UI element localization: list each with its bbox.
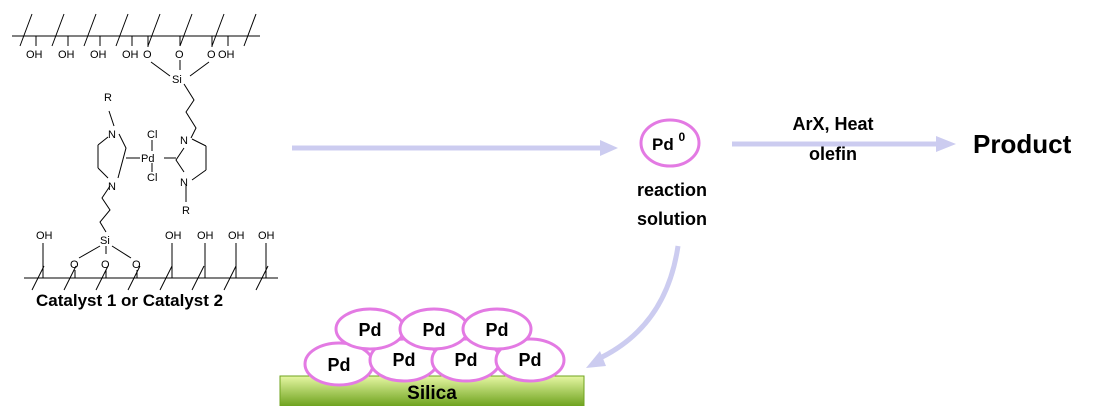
conditions-arrow-head xyxy=(936,136,956,152)
pd-particle-label: Pd xyxy=(422,320,445,340)
pd-particle xyxy=(461,307,533,351)
pd-label: Pd xyxy=(141,153,154,165)
bottom-oh-label: OH xyxy=(36,230,53,242)
pd-particle xyxy=(494,337,566,383)
pd-cluster: Pd Pd Pd Pd Pd Pd Pd xyxy=(303,307,566,387)
n-label: N xyxy=(180,135,188,147)
pd-particle-label: Pd xyxy=(358,320,381,340)
deposition-arrow-head xyxy=(586,351,606,368)
bottom-o-label: O xyxy=(101,259,110,271)
top-o-label: O xyxy=(207,49,216,61)
bottom-oh-label: OH xyxy=(258,230,275,242)
top-o-label: O xyxy=(143,49,152,61)
catalyst-caption: Catalyst 1 or Catalyst 2 xyxy=(36,291,223,310)
r-label: R xyxy=(182,205,190,217)
top-oh-label: OH xyxy=(122,49,139,61)
catalyst-structure xyxy=(12,13,278,291)
main-arrow-head xyxy=(600,140,618,156)
n-label: N xyxy=(180,177,188,189)
bottom-oh-label: OH xyxy=(197,230,214,242)
bottom-surface-ticks xyxy=(31,265,269,291)
pd0-ellipse xyxy=(639,118,701,168)
top-o-label: O xyxy=(175,49,184,61)
conditions-line2: olefin xyxy=(809,144,857,164)
top-oh-label: OH xyxy=(58,49,75,61)
reaction-solution-line2: solution xyxy=(637,209,707,229)
pd-particle-label: Pd xyxy=(392,350,415,370)
cl-label: Cl xyxy=(147,172,157,184)
bottom-o-label: O xyxy=(70,259,79,271)
bottom-oh-label: OH xyxy=(228,230,245,242)
top-si-label: Si xyxy=(172,74,182,86)
pd0-superscript: 0 xyxy=(678,130,685,144)
arrows xyxy=(292,136,956,368)
conditions-line1: ArX, Heat xyxy=(792,114,873,134)
pd-particle-label: Pd xyxy=(454,350,477,370)
cl-label: Cl xyxy=(147,129,157,141)
pd0-label: Pd 0 xyxy=(652,130,685,154)
silica-label: Silica xyxy=(407,383,457,404)
reaction-solution-line1: reaction xyxy=(637,180,707,200)
pd-particle-label: Pd xyxy=(327,355,350,375)
top-oh-label: OH xyxy=(26,49,43,61)
structure-labels: OH OH OH OH OH O O O Si R N N Pd Cl Cl N… xyxy=(26,49,275,271)
top-oh-label: OH xyxy=(218,49,235,61)
deposition-arrow-shaft xyxy=(594,245,681,363)
r-label: R xyxy=(104,92,112,104)
bottom-si-label: Si xyxy=(100,235,110,247)
n-label: N xyxy=(108,181,116,193)
bottom-oh-label: OH xyxy=(165,230,182,242)
bottom-o-label: O xyxy=(132,259,141,271)
product-label: Product xyxy=(973,129,1072,159)
top-oh-label: OH xyxy=(90,49,107,61)
pd0-base: Pd xyxy=(652,135,674,154)
n-label: N xyxy=(108,129,116,141)
pd-particle-label: Pd xyxy=(518,350,541,370)
pd-particle-label: Pd xyxy=(485,320,508,340)
top-surface-ticks xyxy=(19,13,257,47)
